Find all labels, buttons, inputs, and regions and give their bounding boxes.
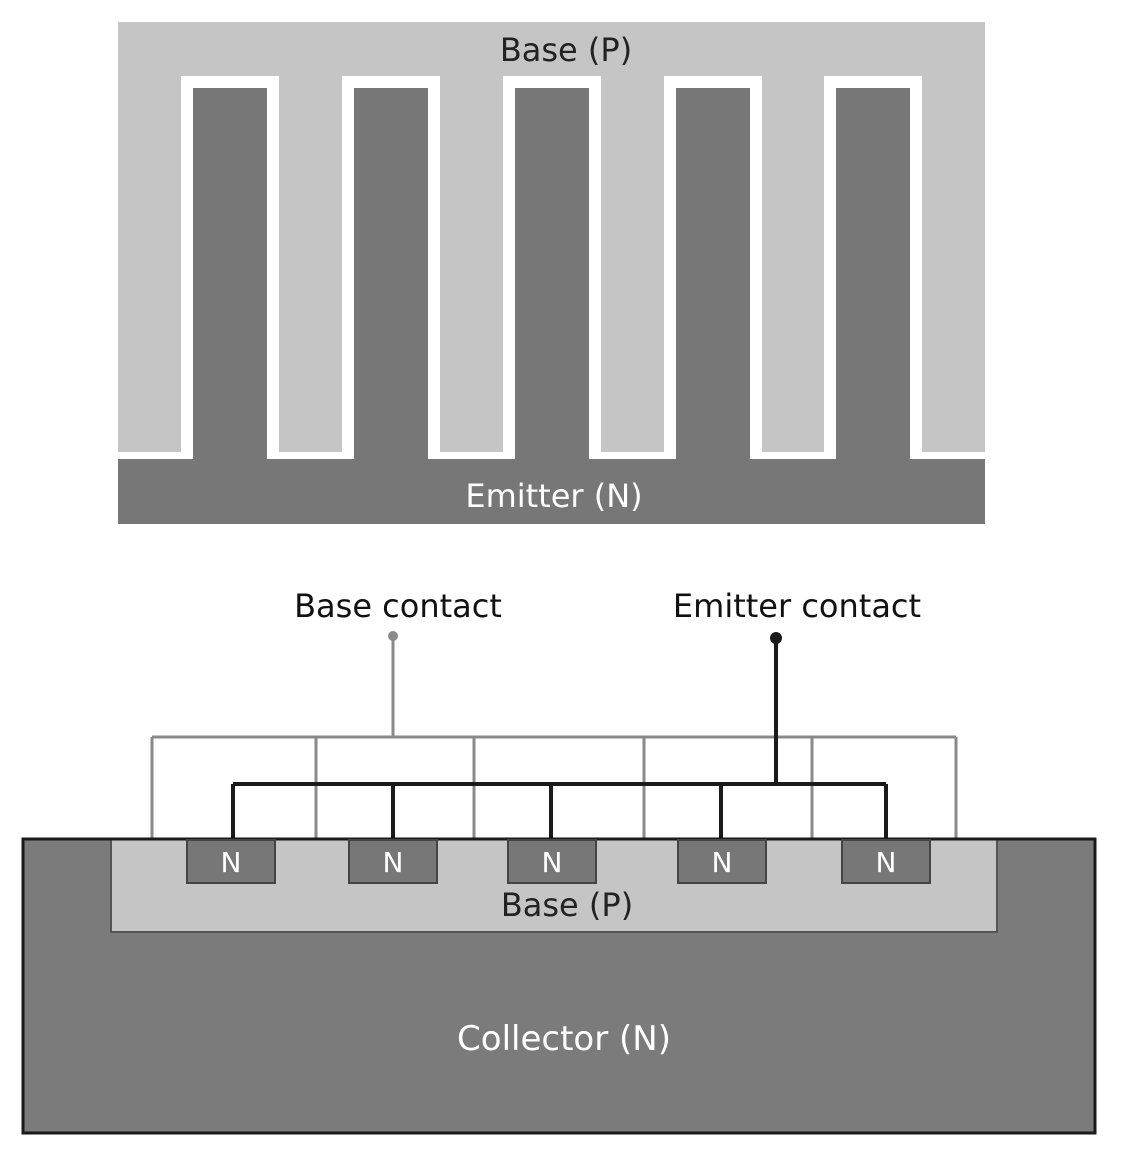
base-contact-terminal — [388, 631, 398, 641]
collector-label: Collector (N) — [457, 1019, 671, 1059]
n-region-label: N — [542, 846, 563, 879]
emitter-fingers — [118, 76, 985, 462]
n-region-label: N — [712, 846, 733, 879]
n-region — [186, 839, 276, 884]
base-contact-wiring — [150, 636, 958, 840]
emitter-contact-terminal — [770, 632, 782, 644]
emitter-contact-wiring — [231, 638, 888, 842]
n-region — [348, 839, 438, 884]
n-region — [841, 839, 931, 884]
emitter-contact-label: Emitter contact — [673, 587, 921, 625]
emitter-finger — [676, 88, 750, 462]
emitter-finger — [836, 88, 910, 462]
emitter-finger — [193, 88, 267, 462]
top-base-label: Base (P) — [500, 31, 632, 69]
cross-base-label: Base (P) — [501, 886, 633, 924]
emitter-finger — [515, 88, 589, 462]
base-contact-label: Base contact — [294, 587, 502, 625]
n-region-label: N — [876, 846, 897, 879]
n-region-label: N — [383, 846, 404, 879]
emitter-n-regions: N N N N N — [186, 839, 931, 884]
cross-section: Base contact Emitter contact — [21, 587, 1097, 1135]
n-region — [677, 839, 767, 884]
n-region-label: N — [221, 846, 242, 879]
emitter-finger — [354, 88, 428, 462]
top-emitter-label: Emitter (N) — [465, 477, 642, 515]
top-view: Base (P) Emitter (N) — [118, 22, 985, 524]
n-region — [507, 839, 597, 884]
top-emitter-bar — [118, 459, 985, 524]
